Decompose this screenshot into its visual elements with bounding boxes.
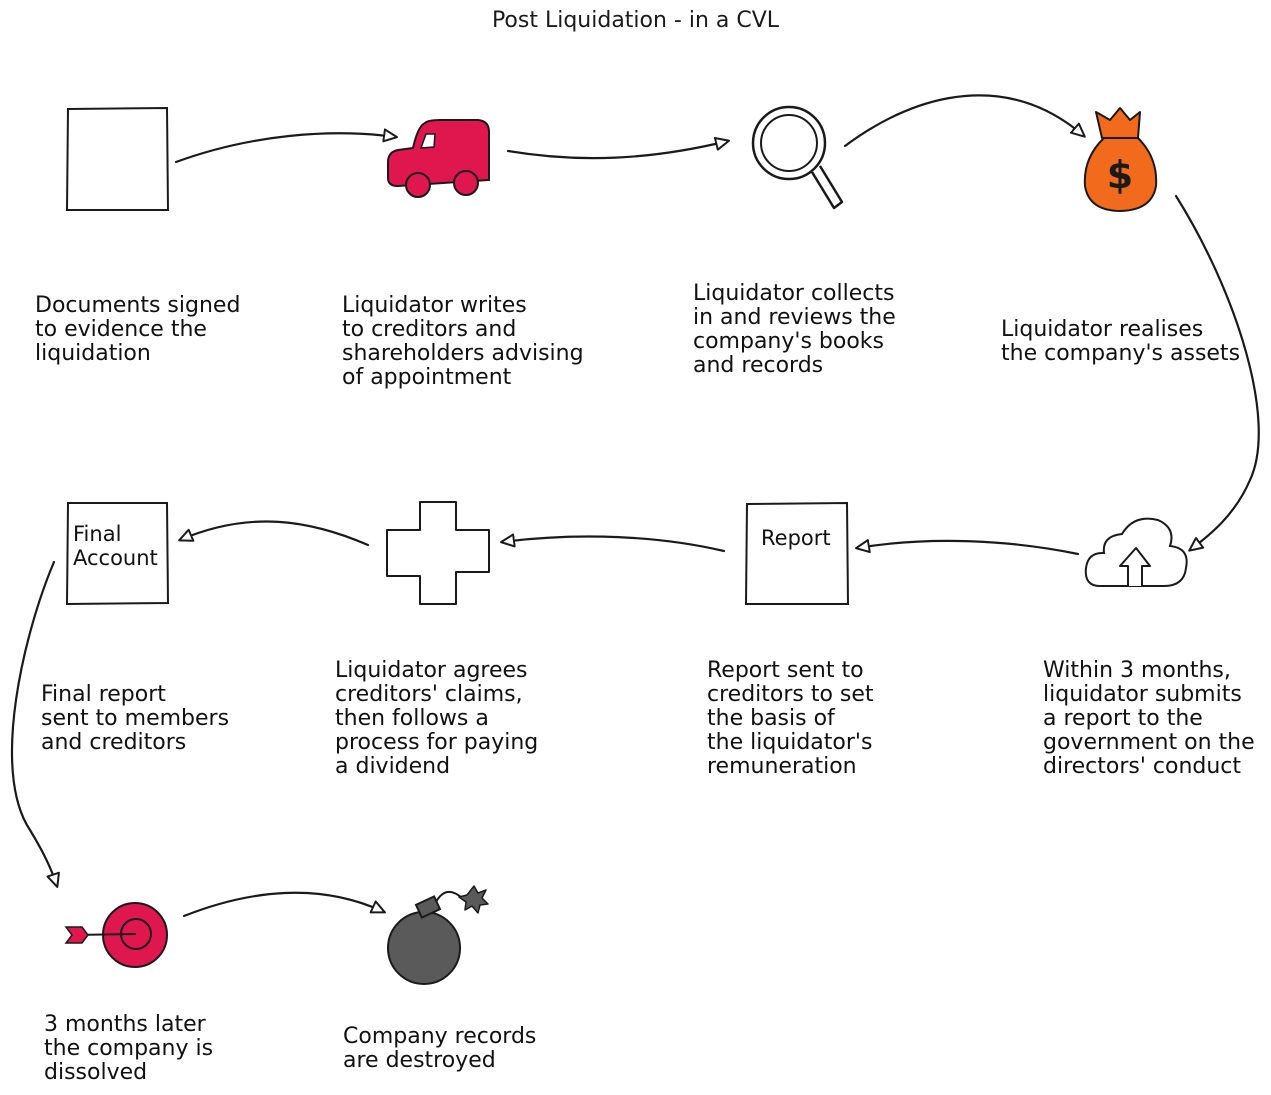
step-6-label: Report sent to creditors to set the basi…: [707, 658, 874, 779]
svg-text:$: $: [1107, 153, 1133, 197]
arrow-9-to-10: [182, 891, 386, 918]
arrow-6-to-7: [500, 533, 726, 553]
document-icon: [65, 106, 170, 211]
step-9-label: 3 months later the company is dissolved: [44, 1012, 214, 1085]
report-document-icon: [744, 501, 850, 605]
final-account-box-text: Final Account: [73, 522, 158, 570]
arrow-4-to-5: [1174, 194, 1260, 552]
arrow-7-to-8: [178, 520, 370, 547]
target-icon: [64, 902, 168, 968]
bomb-icon: [387, 885, 489, 985]
step-8-label: Final report sent to members and credito…: [41, 682, 230, 755]
step-2-label: Liquidator writes to creditors and share…: [342, 293, 584, 390]
arrow-3-to-4: [843, 94, 1086, 148]
report-box-text: Report: [761, 526, 831, 550]
arrow-8-to-9: [10, 560, 60, 888]
arrow-5-to-6: [855, 539, 1080, 556]
magnifier-icon: [751, 105, 844, 210]
step-1-label: Documents signed to evidence the liquida…: [35, 293, 241, 366]
arrow-2-to-3: [506, 137, 730, 160]
money-bag-icon: $: [1083, 107, 1158, 213]
cross-icon: [386, 501, 490, 605]
flow-arrows: [10, 94, 1260, 918]
arrow-1-to-2: [174, 128, 398, 164]
diagram-title: Post Liquidation - in a CVL: [491, 8, 780, 33]
step-7-label: Liquidator agrees creditors' claims, the…: [335, 658, 539, 779]
step-4-label: Liquidator realises the company's assets: [1001, 317, 1241, 366]
step-5-label: Within 3 months, liquidator submits a re…: [1043, 658, 1255, 779]
step-10-label: Company records are destroyed: [343, 1024, 537, 1073]
final-account-document-icon: [65, 502, 170, 606]
step-3-label: Liquidator collects in and reviews the c…: [693, 281, 896, 378]
truck-icon: [387, 119, 490, 198]
cloud-upload-icon: [1084, 517, 1188, 587]
